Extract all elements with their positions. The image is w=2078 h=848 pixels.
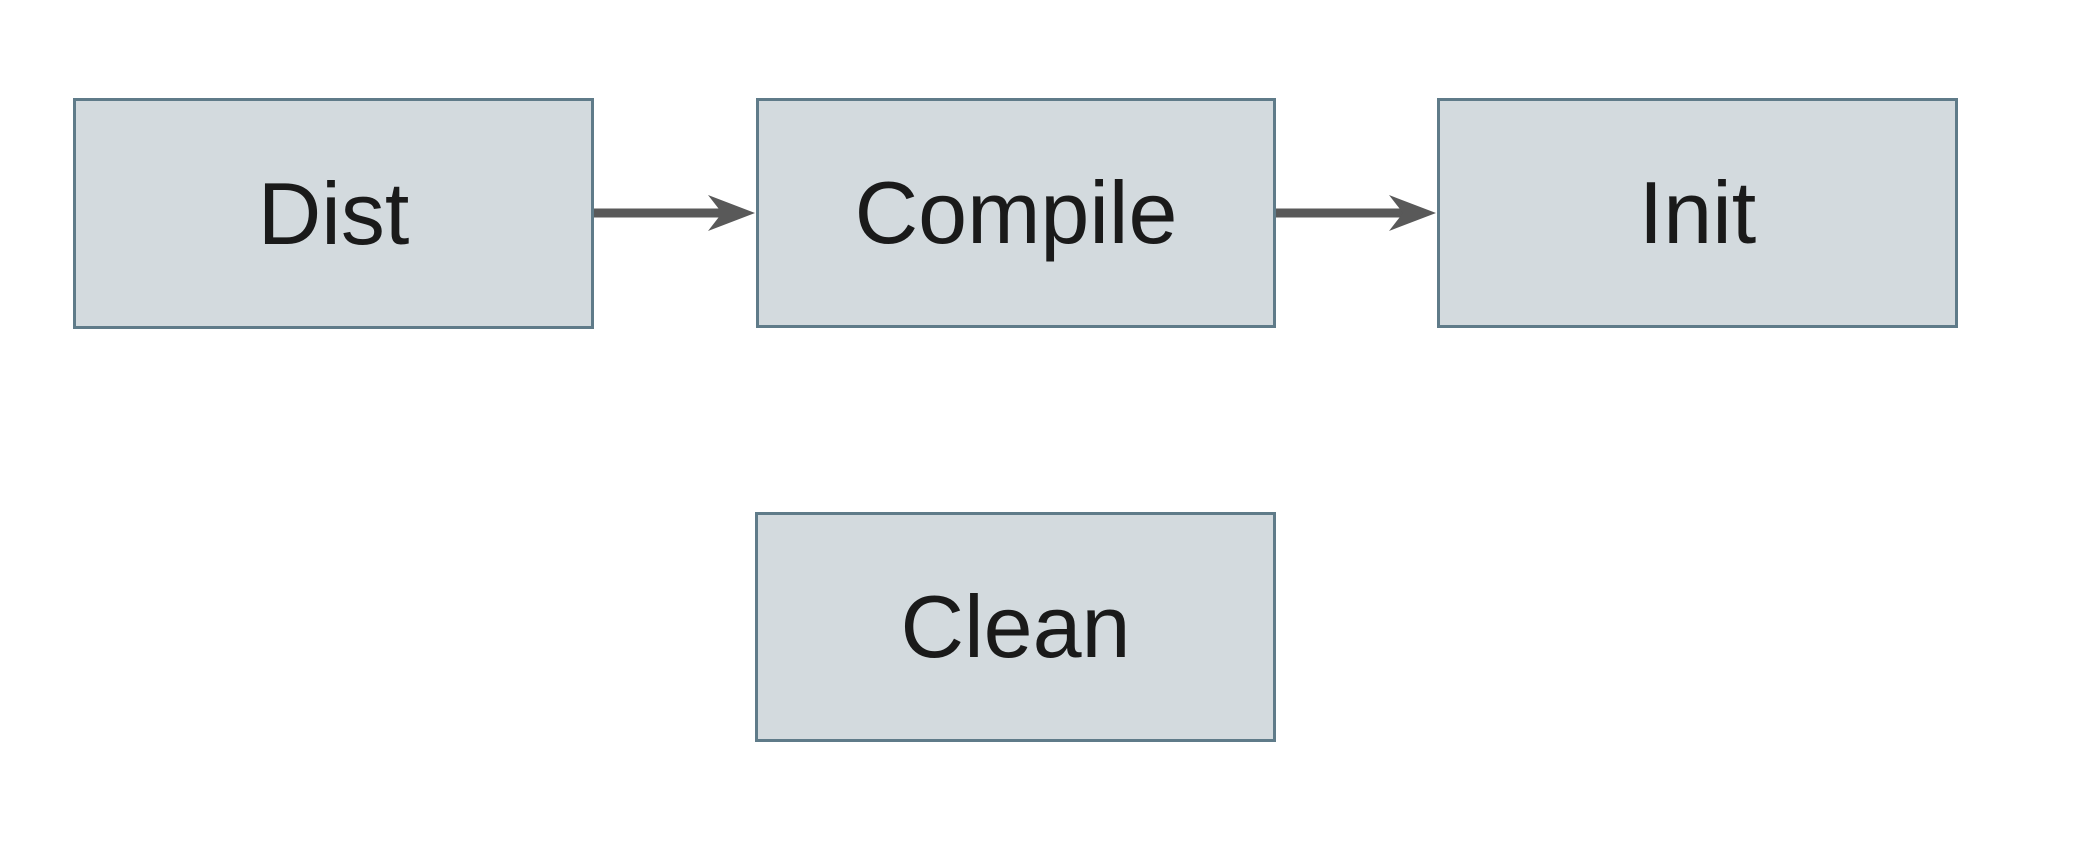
node-init: Init [1437, 98, 1958, 328]
node-compile: Compile [756, 98, 1276, 328]
node-compile-label: Compile [854, 163, 1178, 262]
arrowhead-icon [1389, 195, 1436, 231]
arrow-compile-to-init [1276, 195, 1436, 231]
node-dist: Dist [73, 98, 594, 329]
node-init-label: Init [1638, 163, 1757, 262]
arrowhead-icon [708, 195, 755, 231]
node-clean-label: Clean [900, 577, 1131, 676]
arrow-dist-to-compile [594, 195, 755, 231]
node-clean: Clean [755, 512, 1276, 742]
node-dist-label: Dist [257, 163, 410, 263]
